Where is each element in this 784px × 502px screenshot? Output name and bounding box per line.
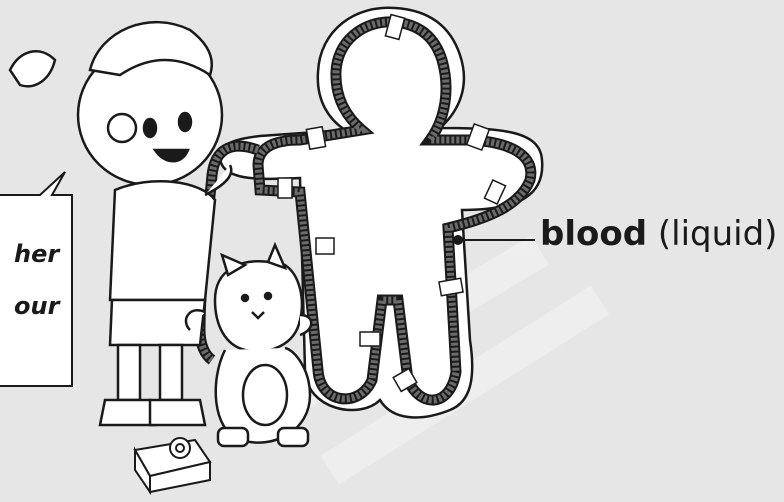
blood-label: blood (liquid)	[540, 214, 777, 254]
speech-bubble	[0, 172, 72, 386]
blood-state: (liquid)	[658, 214, 778, 254]
tape-dispenser-icon	[135, 438, 210, 492]
speech-bubble-line-2: our	[14, 292, 59, 320]
speech-bubble-line-1: her	[14, 240, 59, 268]
blood-term: blood	[540, 214, 647, 254]
